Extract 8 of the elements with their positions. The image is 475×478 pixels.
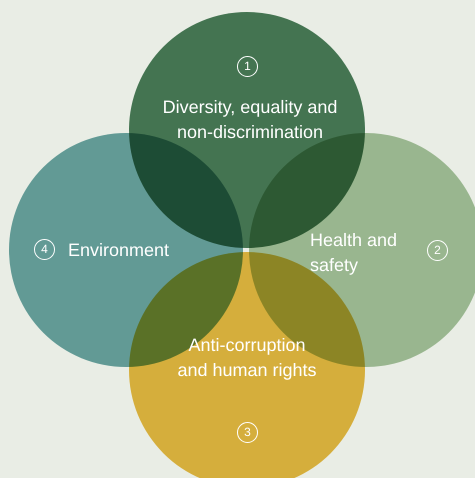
circle-label: Diversity, equality and non-discrimination bbox=[162, 96, 338, 144]
circled-number: 2 bbox=[427, 240, 448, 261]
circle-label: Health and safety bbox=[310, 229, 398, 277]
circled-number: 4 bbox=[34, 239, 55, 260]
circle-label: Environment bbox=[68, 239, 170, 262]
circle-label: Anti-corruption and human rights bbox=[176, 334, 318, 382]
circled-number: 1 bbox=[237, 56, 258, 77]
circled-number: 3 bbox=[237, 422, 258, 443]
